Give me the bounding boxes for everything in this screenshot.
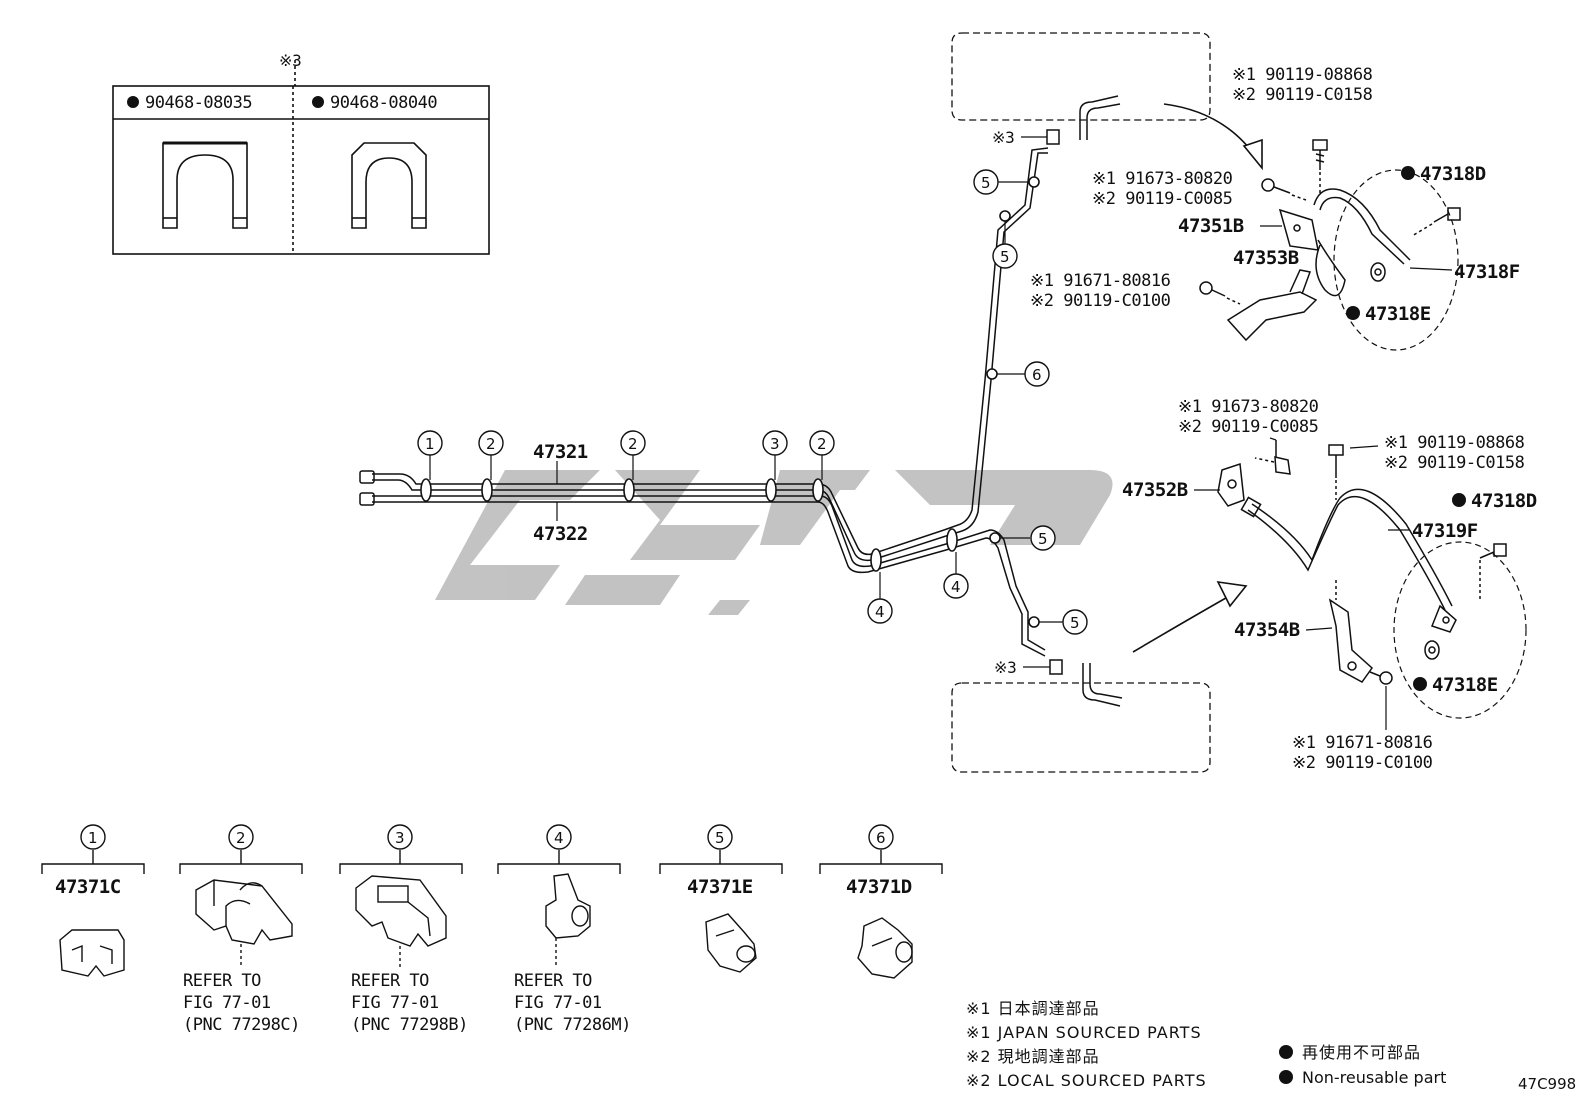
upper-bolt-mid-2: ※2 90119-C0085 [1092,189,1232,209]
non-reusable-dot-icon [1346,306,1360,320]
lower-hose-assembly [1217,440,1527,719]
svg-text:(PNC 77298C): (PNC 77298C) [183,1015,300,1035]
non-reusable-dot-icon [1413,677,1427,691]
clip-1-part-number: 47371C [55,876,121,898]
figure-code: 47C998 [1518,1075,1576,1093]
lower-bracket-a: 47352B [1122,479,1188,501]
lower-bolt-mid-1: ※1 91673-80820 [1178,397,1319,417]
non-reusable-dot-icon [1279,1045,1293,1059]
svg-text:6: 6 [1032,366,1042,384]
lower-hose: 47319F [1412,520,1478,542]
svg-text:3: 3 [770,435,780,453]
lower-bolt-top-1: ※1 90119-08868 [1384,433,1525,453]
svg-text:2: 2 [817,435,827,453]
lower-bracket-b: 47354B [1234,619,1300,641]
svg-text:(PNC 77298B): (PNC 77298B) [351,1015,468,1035]
clip-3-refer: REFER TO FIG 77-01 (PNC 77298B) [351,971,468,1035]
main-brake-tubes [359,147,1049,657]
legend-local-jp: ※2 現地調達部品 [966,1047,1100,1066]
callout-leaders [429,181,1063,623]
dashed-reference-boxes [951,32,1211,773]
svg-text:1: 1 [88,829,98,847]
upper-bolt-top-1: ※1 90119-08868 [1232,65,1373,85]
svg-text:1: 1 [425,435,435,453]
legend-nonreusable-jp: 再使用不可部品 [1302,1043,1421,1062]
upper-hose-assembly [1199,139,1461,351]
svg-text:6: 6 [876,829,886,847]
non-reusable-dot-icon [1401,166,1415,180]
svg-text:2: 2 [486,435,496,453]
svg-text:FIG 77-01: FIG 77-01 [183,993,271,1013]
upper-bolt-low-1: ※1 91671-80816 [1030,271,1171,291]
svg-text:5: 5 [715,829,725,847]
tube-lower-label: 47322 [533,523,588,545]
clip-2-refer: REFER TO FIG 77-01 (PNC 77298C) [183,971,300,1035]
upper-bolt-low-2: ※2 90119-C0100 [1030,291,1171,311]
non-reusable-dot-icon [1279,1070,1293,1084]
svg-text:FIG 77-01: FIG 77-01 [514,993,602,1013]
svg-text:2: 2 [628,435,638,453]
svg-text:4: 4 [951,578,961,596]
svg-text:5: 5 [1070,614,1080,632]
svg-text:3: 3 [395,829,405,847]
svg-text:REFER TO: REFER TO [514,971,592,991]
legend-japan-en: ※1 JAPAN SOURCED PARTS [966,1023,1202,1042]
upper-bracket-a: 47351B [1178,215,1244,237]
clip-4-refer: REFER TO FIG 77-01 (PNC 77286M) [514,971,631,1035]
legend-japan-jp: ※1 日本調達部品 [966,999,1100,1018]
lower-bolt-low-1: ※1 91671-80816 [1292,733,1433,753]
svg-text:4: 4 [875,603,885,621]
inset-right-part-number: 90468-08040 [330,93,437,113]
upper-mark3: ※3 [992,128,1014,147]
catalog-callouts [80,824,894,850]
upper-bracket-b: 47353B [1233,247,1299,269]
upper-gasket-bottom: 47318E [1365,303,1431,325]
svg-text:(PNC 77286M): (PNC 77286M) [514,1015,631,1035]
legend-local-en: ※2 LOCAL SOURCED PARTS [966,1071,1207,1090]
svg-text:REFER TO: REFER TO [351,971,429,991]
upper-hose: 47318F [1454,261,1520,283]
tube-clip-rings [420,176,1040,628]
lower-bolt-mid-2: ※2 90119-C0085 [1178,417,1318,437]
lower-gasket-top: 47318D [1471,490,1537,512]
svg-text:5: 5 [981,174,991,192]
clip-catalog [41,850,943,979]
callout-numbers: 1 2 2 3 2 4 4 5 5 6 5 5 [425,174,1080,632]
tube-upper-label: 47321 [533,441,588,463]
svg-text:2: 2 [236,829,246,847]
callout-circles [417,169,1088,635]
upper-bolt-mid-1: ※1 91673-80820 [1092,169,1233,189]
svg-text:5: 5 [1000,248,1010,266]
inset-clip-table [112,60,490,255]
inset-note-mark: ※3 [279,51,301,70]
svg-text:FIG 77-01: FIG 77-01 [351,993,439,1013]
upper-gasket-top: 47318D [1420,163,1486,185]
inset-left-part-number: 90468-08035 [145,93,252,113]
watermark-logo [435,470,1113,615]
direction-arrows [1132,103,1263,653]
catalog-callout-numbers: 1 2 3 4 5 6 [88,829,886,847]
non-reusable-dot-icon [127,96,139,108]
clip-6-part-number: 47371D [846,876,912,898]
non-reusable-dot-icon [1452,493,1466,507]
svg-text:REFER TO: REFER TO [183,971,261,991]
lower-mark3: ※3 [994,658,1016,677]
non-reusable-dot-icon [312,96,324,108]
legend-nonreusable-en: Non-reusable part [1302,1068,1446,1087]
svg-text:5: 5 [1038,530,1048,548]
upper-bolt-top-2: ※2 90119-C0158 [1232,85,1373,105]
legend: ※1 日本調達部品 ※1 JAPAN SOURCED PARTS ※2 現地調達… [966,999,1446,1090]
svg-text:4: 4 [554,829,564,847]
lower-bolt-top-2: ※2 90119-C0158 [1384,453,1525,473]
inner-hose-ends [1046,95,1123,707]
clip-5-part-number: 47371E [687,876,753,898]
lower-bolt-low-2: ※2 90119-C0100 [1292,753,1433,773]
lower-gasket-bottom: 47318E [1432,674,1498,696]
